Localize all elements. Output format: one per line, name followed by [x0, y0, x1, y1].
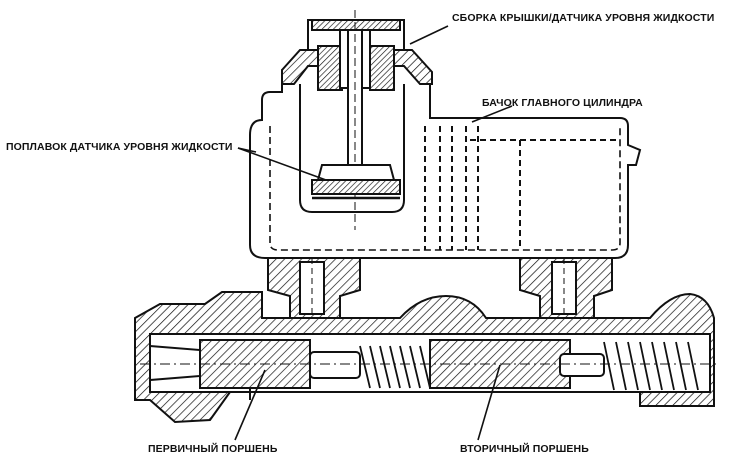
- label-primary-piston: ПЕРВИЧНЫЙ ПОРШЕНЬ: [148, 443, 278, 455]
- secondary-spring: [603, 341, 699, 391]
- label-float-sensor: ПОПЛАВОК ДАТЧИКА УРОВНЯ ЖИДКОСТИ: [6, 141, 233, 153]
- label-cap-sensor-assembly: СБОРКА КРЫШКИ/ДАТЧИКА УРОВНЯ ЖИДКОСТИ: [452, 12, 715, 24]
- reservoir-partitions: [424, 126, 620, 250]
- float-chamber: [299, 84, 405, 213]
- leader-lines: [234, 25, 513, 441]
- reservoir-body: [249, 57, 642, 259]
- reservoir-outlets: [267, 257, 613, 334]
- float-sensor: [311, 10, 401, 230]
- label-secondary-piston: ВТОРИЧНЫЙ ПОРШЕНЬ: [460, 443, 589, 455]
- primary-spring: [359, 345, 431, 389]
- label-reservoir: БАЧОК ГЛАВНОГО ЦИЛИНДРА: [482, 97, 643, 109]
